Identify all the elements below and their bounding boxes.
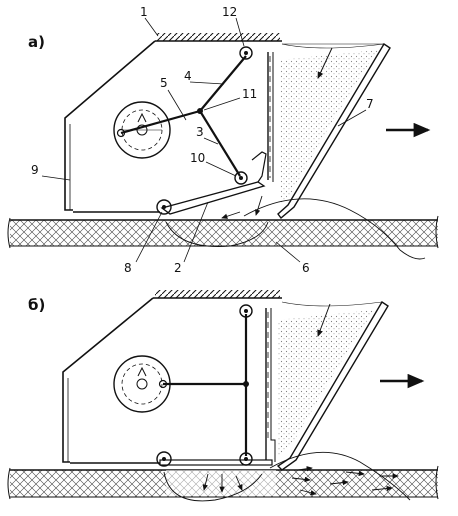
callout-4: 4	[184, 69, 192, 83]
callouts-a: 1 12 4 5 11 3 10 9 7 8 2 6	[31, 5, 374, 275]
eccentric-disc-b	[113, 355, 171, 413]
flow-arrow-a2	[221, 211, 241, 219]
pressure-zone-a	[165, 221, 269, 247]
linkage-a	[120, 46, 253, 185]
callout-3: 3	[196, 125, 204, 139]
callout-11: 11	[242, 87, 257, 101]
panel-a: а)	[7, 5, 439, 275]
callout-2: 2	[174, 261, 182, 275]
soil-wave-b	[269, 451, 411, 501]
pressure-zone-b	[163, 471, 263, 502]
flow-arrow-a3	[255, 195, 263, 216]
callout-8: 8	[124, 261, 132, 275]
dispersion-arrows-b	[202, 466, 399, 496]
callout-9: 9	[31, 163, 39, 177]
callout-7: 7	[366, 97, 374, 111]
blade-plate-b	[276, 301, 389, 471]
ceiling-support-b	[153, 290, 282, 299]
soil-strip-a	[7, 215, 439, 249]
callout-5: 5	[160, 76, 168, 90]
housing-body-b	[62, 297, 276, 464]
panel-b: б)	[7, 290, 439, 502]
panel-b-label: б)	[28, 296, 45, 314]
housing-body-a	[64, 40, 274, 213]
linkage-b	[163, 304, 253, 466]
blade-plate-a	[277, 43, 391, 220]
flow-arrow-a1	[317, 47, 333, 79]
flap-plate-a	[156, 151, 267, 215]
flap-plate-b	[156, 451, 273, 467]
flow-arrow-b1	[317, 303, 331, 337]
ceiling-support-a	[155, 33, 282, 42]
soil-wave-a	[243, 198, 426, 260]
eccentric-disc-a	[113, 101, 171, 159]
panel-a-label: а)	[28, 33, 45, 51]
callout-12: 12	[222, 5, 237, 19]
callout-6: 6	[302, 261, 310, 275]
callout-10: 10	[190, 151, 205, 165]
callout-1: 1	[140, 5, 148, 19]
